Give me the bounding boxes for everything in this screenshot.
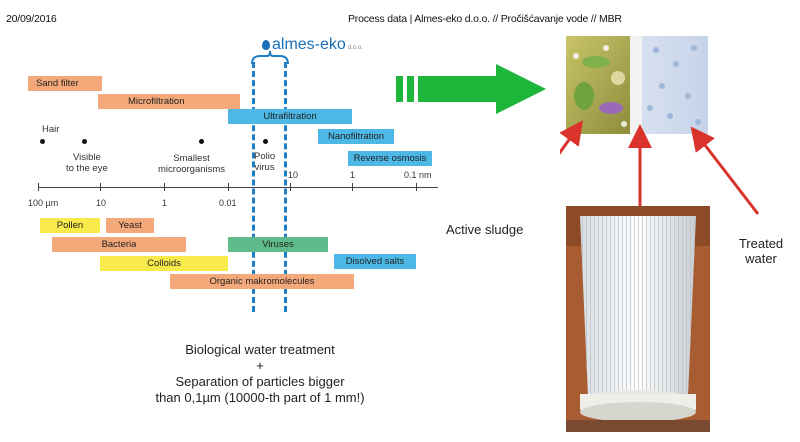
membrane-module-art: [566, 206, 710, 432]
bar-colloids: Colloids: [100, 256, 228, 271]
axis-tick-label: 10: [96, 198, 107, 208]
caption: Biological water treatment + Separation …: [100, 342, 420, 406]
bar-sand-filter: Sand filter: [28, 76, 102, 91]
label-active-sludge: Active sludge: [446, 222, 524, 237]
axis-tick: [228, 183, 229, 191]
axis-tick: [100, 183, 101, 191]
marker-label-microorganisms: Smallest microorganisms: [158, 153, 226, 175]
caption-line: +: [256, 358, 264, 373]
axis-tick-label: 10: [288, 170, 299, 180]
axis-tick-label: 1: [350, 170, 356, 180]
logo-text: almes-eko: [272, 36, 346, 53]
marker-dot-hair: [40, 139, 45, 144]
bar-pollen: Pollen: [40, 218, 100, 233]
size-axis: [38, 187, 438, 188]
label-treated-line2: water: [745, 251, 777, 266]
bar-ultrafiltration: Ultrafiltration: [228, 109, 352, 124]
bar-viruses: Viruses: [228, 237, 328, 252]
axis-tick-label: 0.01: [219, 198, 237, 208]
marker-label-visible: Visible to the eye: [66, 152, 108, 174]
membrane-illustration-art: [566, 36, 708, 134]
bar-reverse-osmosis: Reverse osmosis: [348, 151, 432, 166]
caption-line: than 0,1µm (10000-th part of 1 mm!): [155, 390, 365, 405]
logo-suffix: d.o.o.: [347, 45, 363, 51]
axis-tick: [352, 183, 353, 191]
axis-tick: [416, 183, 417, 191]
label-treated-water: Treated water: [728, 236, 794, 266]
axis-tick-label: 1: [162, 198, 168, 208]
axis-tick: [164, 183, 165, 191]
marker-label-hair: Hair: [42, 124, 60, 135]
red-arrows: [560, 120, 760, 215]
axis-tick: [290, 183, 291, 191]
process-arrow-icon: [396, 64, 546, 114]
arrow-to-treated: [690, 126, 760, 215]
bar-yeast: Yeast: [106, 218, 154, 233]
bar-microfiltration: Microfiltration: [98, 94, 240, 109]
water-drop-icon: [262, 40, 270, 50]
marker-dot-visible: [82, 139, 87, 144]
membrane-illustration: [566, 36, 708, 134]
marker-label-polio: Polio virus: [254, 151, 276, 173]
marker-dot-microorganisms: [199, 139, 204, 144]
arrow-to-sludge: [560, 120, 583, 155]
marker-dot-polio: [263, 139, 268, 144]
caption-line: Biological water treatment: [185, 342, 335, 357]
caption-line: Separation of particles bigger: [175, 374, 345, 389]
bar-bacteria: Bacteria: [52, 237, 186, 252]
membrane-module-photo: [566, 206, 710, 432]
label-treated-line1: Treated: [738, 236, 784, 251]
bar-disolved-salts: Disolved salts: [334, 254, 416, 269]
header-title: Process data | Almes-eko d.o.o. // Proči…: [348, 13, 622, 25]
axis-tick-label: 100 µm: [28, 198, 59, 208]
bar-organic-makromolecules: Organic makromolecules: [170, 274, 354, 289]
axis-tick-label: 0.1 nm: [404, 170, 432, 180]
range-bracket: [251, 50, 289, 65]
axis-tick: [38, 183, 39, 191]
bar-nanofiltration: Nanofiltration: [318, 129, 394, 144]
date-label: 20/09/2016: [6, 13, 57, 25]
